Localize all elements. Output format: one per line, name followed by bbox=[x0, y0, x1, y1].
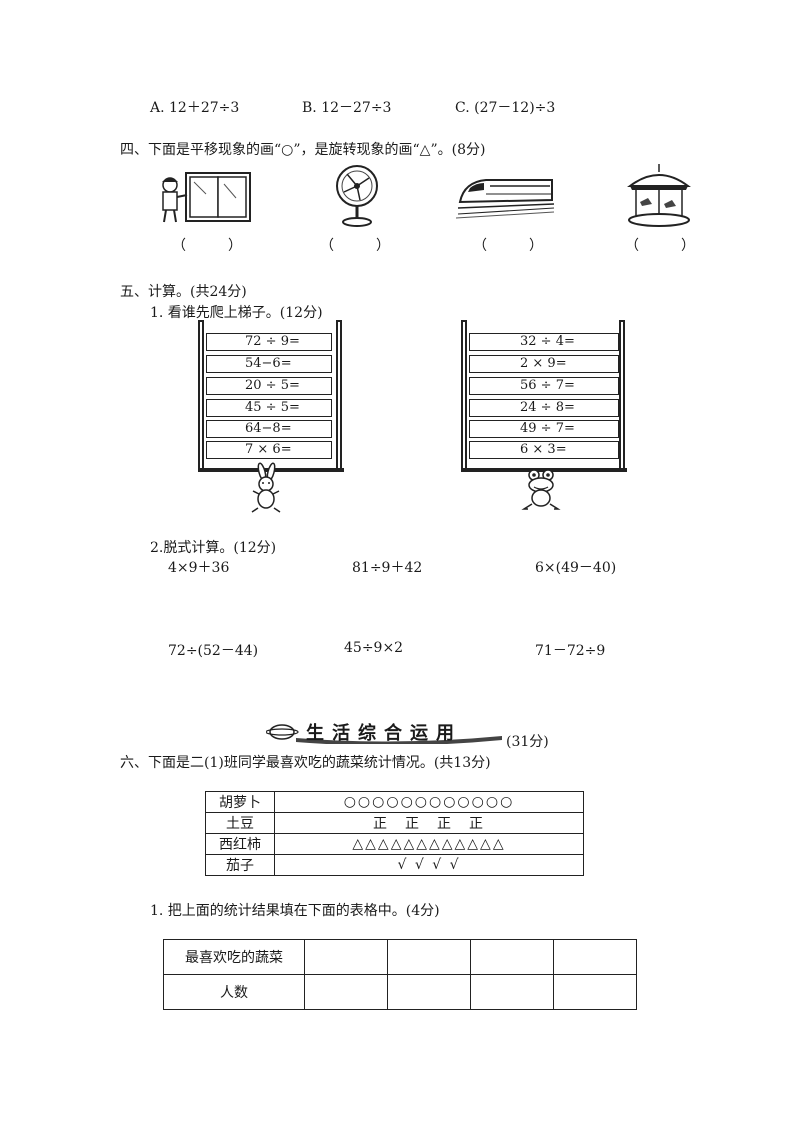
fill-cell[interactable] bbox=[470, 939, 554, 975]
banner-swoosh bbox=[266, 724, 502, 744]
table-row: 土豆 正 正 正 正 bbox=[205, 812, 584, 834]
ladder-rung: 72 ÷ 9= bbox=[206, 333, 332, 351]
answer-blank-1[interactable]: （ ） bbox=[172, 238, 242, 254]
ladder-rung: 24 ÷ 8= bbox=[469, 399, 619, 417]
fill-cell[interactable] bbox=[304, 974, 388, 1010]
fill-header: 最喜欢吃的蔬菜 bbox=[163, 939, 305, 975]
fill-table: 最喜欢吃的蔬菜 人数 bbox=[163, 939, 637, 1010]
fill-cell[interactable] bbox=[387, 974, 471, 1010]
section5-sub1: 1. 看谁先爬上梯子。(12分) bbox=[150, 305, 323, 321]
carousel-picture bbox=[627, 164, 691, 227]
fill-cell[interactable] bbox=[470, 974, 554, 1010]
tally-value: √ √ √ √ bbox=[274, 854, 584, 876]
option-c: C. (27－12)÷3 bbox=[455, 100, 556, 116]
ladder-rung: 2 × 9= bbox=[469, 355, 619, 373]
ladder-rung: 54−6= bbox=[206, 355, 332, 373]
tally-label: 胡萝卜 bbox=[205, 791, 275, 813]
ladder-rung: 56 ÷ 7= bbox=[469, 377, 619, 395]
ladder-rung: 49 ÷ 7= bbox=[469, 420, 619, 438]
table-row: 胡萝卜 ○○○○○○○○○○○○ bbox=[205, 791, 584, 813]
expression-2: 81÷9＋42 bbox=[352, 560, 423, 576]
ladder-rail bbox=[198, 320, 204, 472]
section4-title: 四、下面是平移现象的画“○”，是旋转现象的画“△”。(8分) bbox=[120, 142, 486, 158]
fill-cell[interactable] bbox=[553, 939, 637, 975]
option-a: A. 12＋27÷3 bbox=[150, 100, 240, 116]
table-row: 茄子 √ √ √ √ bbox=[205, 854, 584, 876]
section5-title: 五、计算。(共24分) bbox=[120, 284, 247, 300]
ladder-rung: 6 × 3= bbox=[469, 441, 619, 459]
ladder-rail bbox=[461, 320, 467, 472]
fill-cell[interactable] bbox=[304, 939, 388, 975]
window-slide-picture bbox=[162, 172, 251, 223]
answer-blank-4[interactable]: （ ） bbox=[625, 238, 695, 254]
frog-icon bbox=[521, 469, 561, 510]
answer-blank-3[interactable]: （ ） bbox=[473, 238, 543, 254]
ladder-rung: 64−8= bbox=[206, 420, 332, 438]
fill-cell[interactable] bbox=[553, 974, 637, 1010]
tally-value: 正 正 正 正 bbox=[274, 812, 584, 834]
tally-value: △△△△△△△△△△△△ bbox=[274, 833, 584, 855]
table-row: 最喜欢吃的蔬菜 bbox=[163, 939, 637, 975]
tally-value: ○○○○○○○○○○○○ bbox=[274, 791, 584, 813]
ladder-right: 32 ÷ 4= 2 × 9= 56 ÷ 7= 24 ÷ 8= 49 ÷ 7= 6… bbox=[461, 320, 627, 472]
banner-score: (31分) bbox=[506, 734, 549, 750]
expression-5: 45÷9×2 bbox=[344, 640, 404, 656]
rabbit-icon bbox=[251, 462, 281, 513]
ladder-rung: 7 × 6= bbox=[206, 441, 332, 459]
ladder-rail bbox=[619, 320, 625, 472]
section5-sub2: 2.脱式计算。(12分) bbox=[150, 540, 277, 556]
train-picture bbox=[456, 179, 555, 219]
table-row: 人数 bbox=[163, 974, 637, 1010]
expression-4: 72÷(52－44) bbox=[168, 643, 259, 659]
option-b: B. 12－27÷3 bbox=[302, 100, 392, 116]
tally-label: 西红柿 bbox=[205, 833, 275, 855]
expression-6: 71－72÷9 bbox=[535, 643, 606, 659]
tally-label: 茄子 bbox=[205, 854, 275, 876]
expression-1: 4×9＋36 bbox=[168, 560, 230, 576]
tally-label: 土豆 bbox=[205, 812, 275, 834]
ladder-left: 72 ÷ 9= 54−6= 20 ÷ 5= 45 ÷ 5= 64−8= 7 × … bbox=[198, 320, 344, 472]
banner-title: 生活综合运用 bbox=[306, 723, 462, 744]
ladder-base bbox=[461, 468, 627, 472]
ladder-rung: 20 ÷ 5= bbox=[206, 377, 332, 395]
expression-3: 6×(49－40) bbox=[535, 560, 617, 576]
section6-sub1: 1. 把上面的统计结果填在下面的表格中。(4分) bbox=[150, 903, 440, 919]
fan-picture bbox=[336, 165, 378, 227]
tally-table: 胡萝卜 ○○○○○○○○○○○○ 土豆 正 正 正 正 西红柿 △△△△△△△△… bbox=[205, 791, 584, 876]
ladder-rail bbox=[336, 320, 342, 472]
fill-cell[interactable] bbox=[387, 939, 471, 975]
table-row: 西红柿 △△△△△△△△△△△△ bbox=[205, 833, 584, 855]
ladder-rung: 45 ÷ 5= bbox=[206, 399, 332, 417]
section6-title: 六、下面是二(1)班同学最喜欢吃的蔬菜统计情况。(共13分) bbox=[120, 755, 491, 771]
fill-header: 人数 bbox=[163, 974, 305, 1010]
ladder-rung: 32 ÷ 4= bbox=[469, 333, 619, 351]
answer-blank-2[interactable]: （ ） bbox=[320, 238, 390, 254]
